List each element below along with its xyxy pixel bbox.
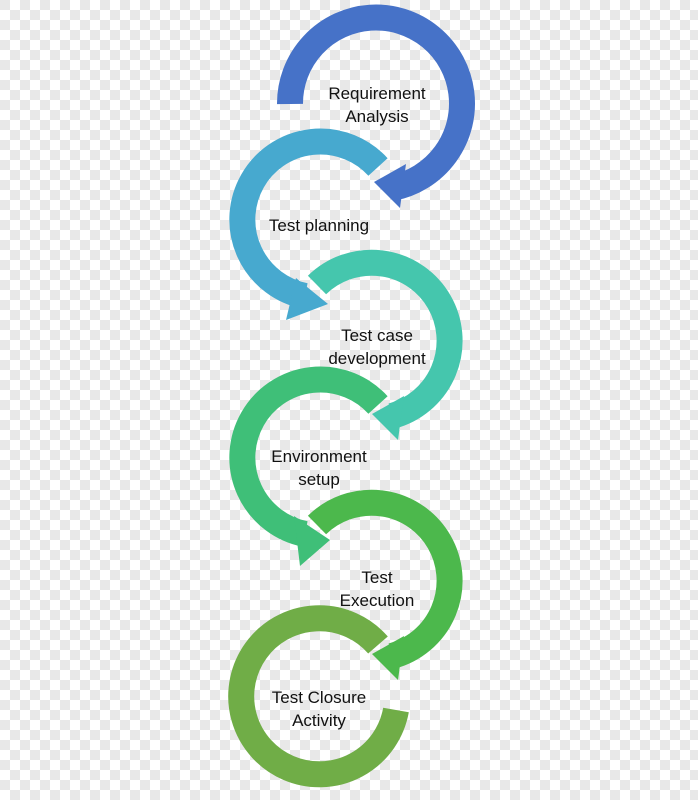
step-label-test-closure-activity: Test Closure Activity — [271, 688, 367, 730]
step-arrow-test-execution — [307, 489, 463, 680]
step-arrow-test-planning — [229, 128, 388, 320]
step-label-requirement-analysis: Requirement Analysis — [328, 84, 426, 126]
step-label-test-planning: Test planning — [268, 216, 370, 235]
step-label-environment-setup: Environment setup — [271, 447, 367, 489]
step-label-test-execution: Test Execution — [339, 568, 415, 610]
step-label-test-case-development: Test case development — [328, 326, 426, 368]
step-arrow-requirement-analysis — [276, 4, 475, 208]
step-arrow-test-case-development — [307, 249, 463, 440]
step-arrow-environment-setup — [229, 366, 388, 566]
step-arrow-test-closure-activity — [228, 605, 409, 788]
